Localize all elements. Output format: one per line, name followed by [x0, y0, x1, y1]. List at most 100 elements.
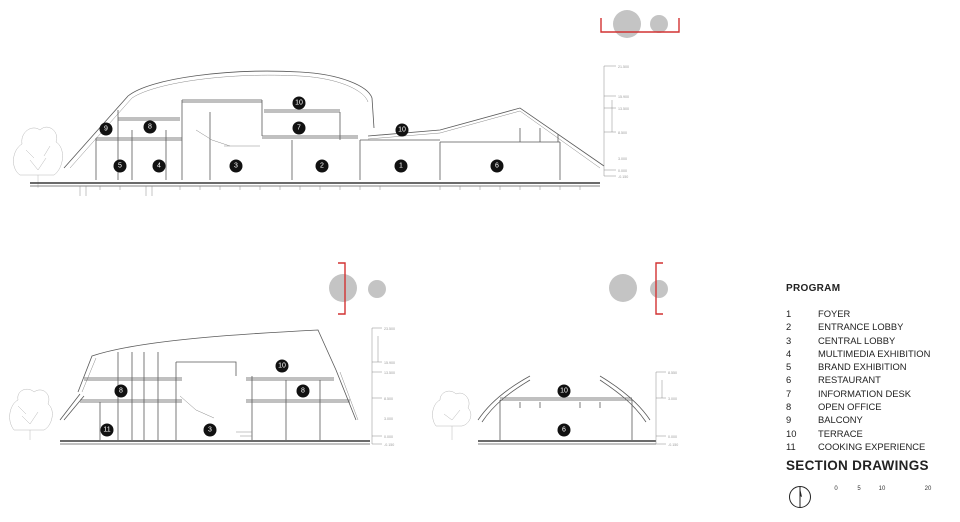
- north-arrow-icon: [789, 486, 811, 508]
- svg-text:2: 2: [320, 163, 324, 170]
- level-marks-bottom-left: 23.500 15.900 13.500 8.500 3.000 0.000 -…: [371, 327, 395, 447]
- program-item: 3 CENTRAL LOBBY: [786, 334, 956, 347]
- program-item-number: 7: [786, 387, 792, 399]
- level-marks-bottom-right: 8.550 3.000 0.000 -0.150: [655, 371, 678, 447]
- program-item-label: MULTIMEDIA EXHIBITION: [818, 347, 931, 359]
- roof-shell-right: [367, 107, 605, 167]
- svg-text:6: 6: [562, 427, 566, 434]
- svg-text:13.500: 13.500: [384, 371, 395, 375]
- program-item-number: 3: [786, 334, 792, 346]
- roof-shell-left: [63, 70, 375, 169]
- svg-text:10: 10: [560, 388, 568, 395]
- floor-slabs: [499, 397, 633, 440]
- svg-text:3.000: 3.000: [668, 397, 677, 401]
- svg-text:-0.150: -0.150: [618, 175, 628, 179]
- svg-text:5: 5: [118, 163, 122, 170]
- section-drawings-title: SECTION DRAWINGS: [786, 458, 929, 473]
- sun-circle-large: [609, 274, 637, 302]
- program-item-label: FOYER: [818, 308, 851, 319]
- program-item: 7 INFORMATION DESK: [786, 387, 956, 400]
- tree-left: [13, 126, 63, 188]
- room-marker: 3: [229, 159, 243, 173]
- program-item-label: TERRACE: [818, 427, 863, 439]
- svg-text:1: 1: [399, 163, 403, 170]
- sun-circle-small: [368, 280, 386, 298]
- svg-text:3.000: 3.000: [618, 157, 627, 161]
- vault-left: [477, 375, 531, 423]
- section-bottom-left: 23.500 15.900 13.500 8.500 3.000 0.000 -…: [9, 262, 395, 447]
- tree-left: [9, 389, 53, 440]
- program-item: 8 OPEN OFFICE: [786, 400, 956, 413]
- svg-text:15.900: 15.900: [618, 95, 629, 99]
- sun-circle-small: [650, 15, 668, 33]
- svg-text:6: 6: [495, 163, 499, 170]
- svg-text:4: 4: [157, 163, 161, 170]
- svg-text:23.500: 23.500: [384, 327, 395, 331]
- svg-text:8: 8: [148, 124, 152, 131]
- program-item: 11 COOKING EXPERIENCE: [786, 440, 956, 453]
- room-marker: 2: [315, 159, 329, 173]
- svg-text:8.500: 8.500: [384, 397, 393, 401]
- program-item: 10 TERRACE: [786, 427, 956, 440]
- svg-text:8.550: 8.550: [668, 371, 677, 375]
- svg-text:8.500: 8.500: [618, 131, 627, 135]
- svg-text:10: 10: [398, 127, 406, 134]
- svg-text:9: 9: [104, 126, 108, 133]
- svg-text:0.000: 0.000: [384, 435, 393, 439]
- svg-text:7: 7: [297, 125, 301, 132]
- foundation-posts: [79, 186, 581, 196]
- section-cut-mark: [600, 18, 680, 33]
- section-top: 21.500 15.900 13.500 8.500 3.000 0.000 -…: [13, 10, 680, 196]
- program-item-number: 11: [786, 440, 796, 452]
- svg-text:3: 3: [208, 427, 212, 434]
- program-item-label: BALCONY: [818, 414, 863, 426]
- program-item-label: INFORMATION DESK: [818, 387, 912, 399]
- program-item: 9 BALCONY: [786, 413, 956, 426]
- program-item-number: 5: [786, 361, 792, 373]
- tree-left: [432, 390, 472, 440]
- svg-text:3: 3: [234, 163, 238, 170]
- program-item-number: 10: [786, 427, 797, 439]
- sun-circle-small: [650, 280, 668, 298]
- svg-text:0.000: 0.000: [618, 169, 627, 173]
- program-item-label: COOKING EXPERIENCE: [818, 440, 926, 452]
- program-item-number: 8: [786, 401, 792, 413]
- scale-tick-label: 0: [834, 486, 838, 492]
- room-marker: 7: [292, 121, 306, 135]
- room-marker: 10: [395, 123, 409, 137]
- svg-text:-0.150: -0.150: [384, 443, 394, 447]
- room-marker: 9: [99, 122, 113, 136]
- scale-bar: 0 5 10 20: [828, 484, 938, 510]
- program-item-number: 9: [786, 414, 792, 426]
- room-marker: 1: [394, 159, 408, 173]
- sun-circle-large: [613, 10, 641, 38]
- room-marker: 6: [557, 423, 571, 437]
- program-item-label: RESTAURANT: [818, 374, 881, 386]
- vault-right: [599, 375, 651, 423]
- room-marker: 4: [152, 159, 166, 173]
- program-item-label: CENTRAL LOBBY: [818, 334, 896, 346]
- svg-text:0.000: 0.000: [668, 435, 677, 439]
- svg-text:8: 8: [301, 388, 305, 395]
- svg-text:13.500: 13.500: [618, 107, 629, 111]
- stair-lines: [195, 129, 260, 147]
- program-item-number: 6: [786, 374, 792, 386]
- room-marker: 3: [203, 423, 217, 437]
- stair-lines: [179, 395, 252, 437]
- program-item: 5 BRAND EXHIBITION: [786, 360, 956, 373]
- room-marker: 8: [114, 384, 128, 398]
- program-item-label: OPEN OFFICE: [818, 401, 882, 413]
- svg-text:3.000: 3.000: [384, 417, 393, 421]
- level-marks-top: 21.500 15.900 13.500 8.500 3.000 0.000 -…: [603, 65, 629, 179]
- svg-text:11: 11: [103, 427, 110, 434]
- scale-tick-label: 10: [878, 486, 886, 492]
- floor-slabs: [95, 99, 561, 180]
- program-item-label: BRAND EXHIBITION: [818, 361, 907, 373]
- program-item: 6 RESTAURANT: [786, 373, 956, 386]
- scale-tick-label: 5: [857, 486, 861, 492]
- program-item-label: ENTRANCE LOBBY: [818, 321, 904, 333]
